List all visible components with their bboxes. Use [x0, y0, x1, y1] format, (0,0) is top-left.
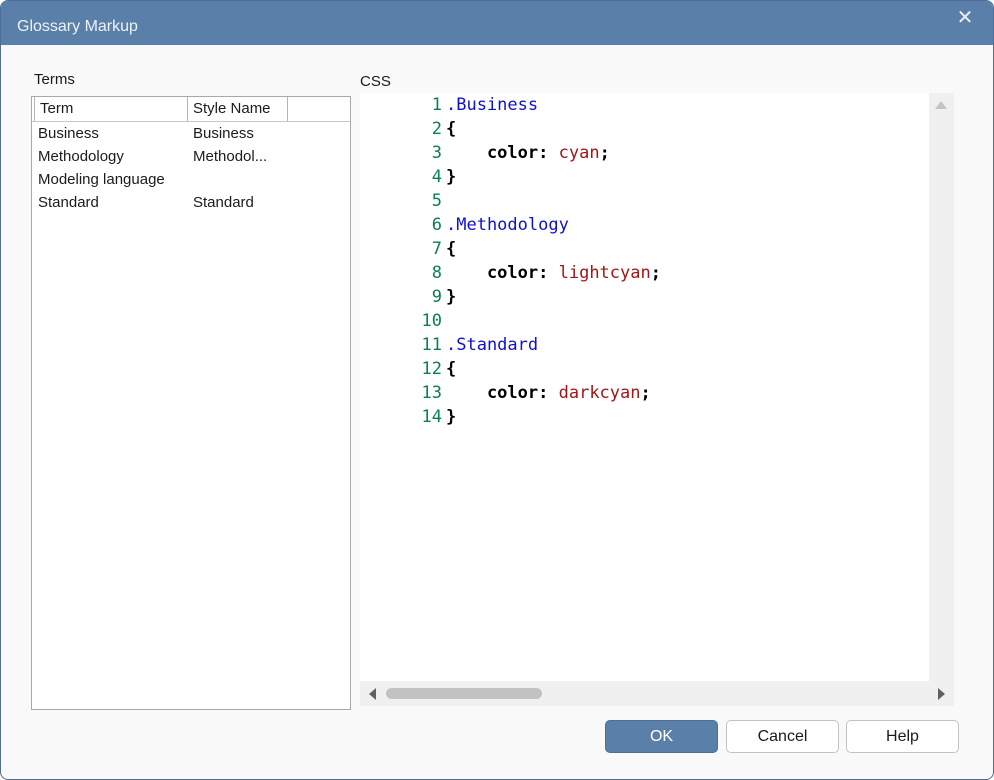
- table-row[interactable]: Standard Standard: [32, 192, 350, 215]
- style-name-cell: Standard: [193, 194, 254, 211]
- table-row[interactable]: Modeling language: [32, 169, 350, 192]
- code-text: color: darkcyan;: [446, 381, 651, 405]
- code-text: {: [446, 237, 456, 261]
- code-text: .Business: [446, 93, 538, 117]
- code-text: color: cyan;: [446, 141, 610, 165]
- close-icon[interactable]: ✕: [956, 7, 974, 29]
- window-title: Glossary Markup: [17, 18, 138, 35]
- code-token: }: [446, 167, 457, 187]
- style-name-cell: Business: [193, 125, 254, 142]
- code-text: .Methodology: [446, 213, 569, 237]
- line-number: 13: [421, 383, 442, 403]
- term-cell: Standard: [38, 194, 99, 211]
- code-text: }: [446, 285, 456, 309]
- code-token: {: [446, 239, 457, 259]
- code-token: :: [538, 383, 559, 403]
- line-number: 2: [431, 119, 442, 139]
- line-number: 5: [431, 191, 442, 211]
- code-text: color: lightcyan;: [446, 261, 661, 285]
- title-bar[interactable]: Glossary Markup ✕: [1, 1, 993, 45]
- code-text: {: [446, 117, 456, 141]
- line-number: 11: [421, 335, 442, 355]
- terms-list-header: Term Style Name: [32, 97, 350, 122]
- line-number: 14: [421, 407, 442, 427]
- code-token: color: [446, 383, 539, 403]
- ok-button[interactable]: OK: [605, 720, 718, 753]
- code-text: .Standard: [446, 333, 538, 357]
- line-number: 4: [431, 167, 442, 187]
- code-token: :: [538, 143, 559, 163]
- style-name-cell: Methodol...: [193, 148, 268, 165]
- horizontal-scroll-thumb[interactable]: [386, 688, 542, 699]
- code-token: lightcyan: [558, 263, 651, 283]
- code-token: }: [446, 287, 457, 307]
- column-header-term[interactable]: Term: [34, 97, 188, 121]
- scroll-up-arrow-icon[interactable]: [935, 101, 947, 109]
- column-header-style-name[interactable]: Style Name: [187, 97, 288, 121]
- term-cell: Modeling language: [38, 171, 165, 188]
- line-number: 12: [421, 359, 442, 379]
- code-token: darkcyan: [558, 383, 641, 403]
- line-number: 10: [421, 311, 442, 331]
- vertical-scrollbar[interactable]: [929, 93, 954, 681]
- line-number: 8: [431, 263, 442, 283]
- code-text: }: [446, 165, 456, 189]
- terms-list[interactable]: Term Style Name Business Business Method…: [31, 96, 351, 710]
- table-row[interactable]: Methodology Methodol...: [32, 146, 350, 169]
- code-token: .Standard: [446, 335, 539, 355]
- code-token: ;: [640, 383, 651, 403]
- line-number: 7: [431, 239, 442, 259]
- cancel-button[interactable]: Cancel: [726, 720, 839, 753]
- code-text: }: [446, 405, 456, 429]
- code-token: cyan: [558, 143, 600, 163]
- code-token: }: [446, 407, 457, 427]
- code-token: ;: [599, 143, 610, 163]
- code-token: color: [446, 263, 539, 283]
- code-text: {: [446, 357, 456, 381]
- term-cell: Business: [38, 125, 99, 142]
- line-number: 6: [431, 215, 442, 235]
- help-button[interactable]: Help: [846, 720, 959, 753]
- line-number: 9: [431, 287, 442, 307]
- css-label: CSS: [360, 73, 391, 90]
- horizontal-scrollbar[interactable]: [360, 681, 954, 706]
- terms-rows: Business Business Methodology Methodol..…: [32, 123, 350, 215]
- scroll-left-arrow-icon[interactable]: [369, 688, 376, 700]
- terms-label: Terms: [34, 71, 75, 88]
- code-token: {: [446, 119, 457, 139]
- line-number: 3: [431, 143, 442, 163]
- table-row[interactable]: Business Business: [32, 123, 350, 146]
- code-token: .Business: [446, 95, 539, 115]
- scroll-right-arrow-icon[interactable]: [938, 688, 945, 700]
- code-token: color: [446, 143, 539, 163]
- code-token: {: [446, 359, 457, 379]
- code-token: ;: [650, 263, 661, 283]
- line-number: 1: [431, 95, 442, 115]
- code-token: :: [538, 263, 559, 283]
- term-cell: Methodology: [38, 148, 124, 165]
- code-token: .Methodology: [446, 215, 569, 235]
